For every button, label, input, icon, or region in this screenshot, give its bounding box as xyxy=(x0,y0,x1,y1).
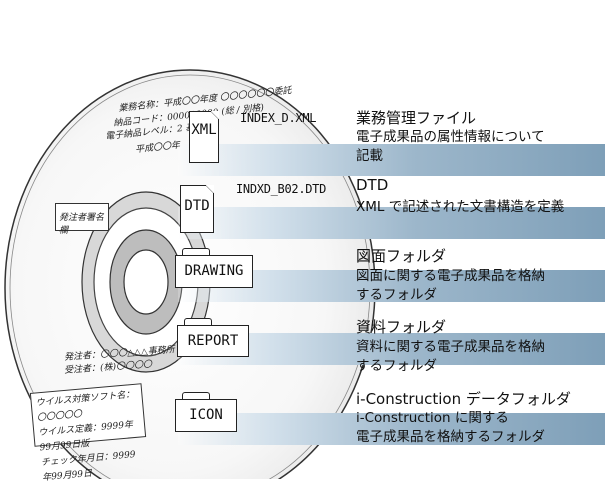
drawing-row-desc-line2: するフォルダ xyxy=(356,287,437,303)
report-folder-icon: REPORT xyxy=(177,325,249,357)
xml-row-desc-line1: 電子成果品の属性情報について xyxy=(356,129,545,145)
icon-folder-icon: ICON xyxy=(175,399,237,432)
report-row-desc-line2: するフォルダ xyxy=(356,358,437,374)
report-row-title: 資料フォルダ xyxy=(356,318,447,336)
icon-row-title: i-Construction データフォルダ xyxy=(356,390,571,408)
drawing-row-desc-line1: 図面に関する電子成果品を格納 xyxy=(356,268,545,284)
icon-folder-tab xyxy=(182,392,210,400)
drawing-row-title: 図面フォルダ xyxy=(356,247,447,265)
orderer-signature-box: 発注者署名欄 xyxy=(55,203,109,236)
drawing-icon-label: DRAWING xyxy=(184,263,244,279)
xml-row-title: 業務管理ファイル xyxy=(356,109,477,127)
orderer-signature-label: 発注者署名欄 xyxy=(59,213,105,236)
dtd-row-desc-line1: XML で記述された文書構造を定義 xyxy=(356,199,565,215)
icon-folder-label: ICON xyxy=(189,407,223,423)
report-folder-tab xyxy=(184,318,212,326)
row-band-report xyxy=(178,333,605,365)
icon-row-desc-line2: 電子成果品を格納するフォルダ xyxy=(356,429,545,445)
icon-row-desc-line1: i-Construction に関する xyxy=(356,410,509,426)
report-icon-label: REPORT xyxy=(187,333,239,349)
virus-check-box: ウイルス対策ソフト名：〇〇〇〇〇 ウイルス定義：9999年99月99日版 チェッ… xyxy=(29,383,147,483)
report-row-desc-line1: 資料に関する電子成果品を格納 xyxy=(356,339,545,355)
xml-row-desc-line2: 記載 xyxy=(356,148,383,164)
row-band-xml xyxy=(178,144,605,176)
disc-center-hole xyxy=(123,249,169,315)
xml-file-name: INDEX_D.XML xyxy=(240,111,317,125)
dtd-row-title: DTD xyxy=(356,176,389,194)
dtd-file-name: INDXD_B02.DTD xyxy=(236,182,327,196)
dtd-file-icon: DTD xyxy=(180,185,214,233)
row-band-dtd xyxy=(178,207,605,239)
drawing-folder-icon: DRAWING xyxy=(175,255,253,288)
dtd-icon-label: DTD xyxy=(184,198,210,214)
xml-icon-label: XML xyxy=(191,122,217,138)
row-band-icon xyxy=(178,413,605,445)
xml-file-icon: XML xyxy=(189,111,219,163)
drawing-folder-tab xyxy=(182,248,210,256)
